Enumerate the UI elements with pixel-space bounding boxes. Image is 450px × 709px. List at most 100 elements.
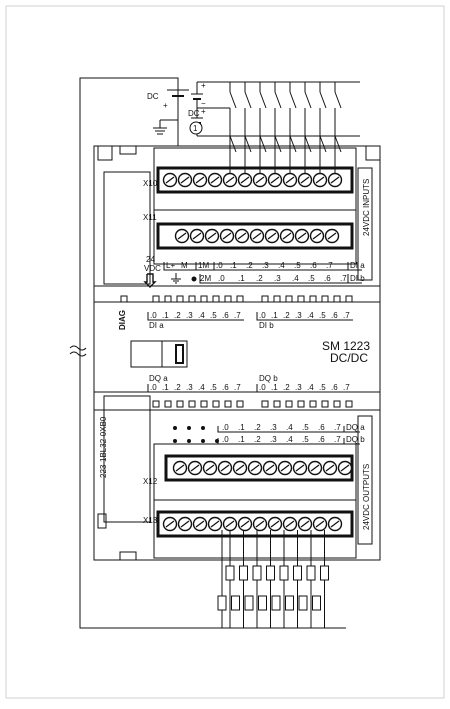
switch-blade-b-2: [259, 135, 267, 153]
x10-terminal-slot-5: [240, 176, 250, 184]
di-a-led-3: [188, 295, 196, 303]
di-b-led-4: [309, 295, 317, 303]
dq-b-led-3: [297, 400, 305, 408]
inputs-side-label: 24VDC INPUTS: [362, 179, 371, 236]
supply-row1-label-3: .0: [216, 261, 223, 270]
di-b-led-2: [285, 295, 293, 303]
di-a-bit-3: .3: [186, 311, 193, 320]
di-b-bit-3: .3: [295, 311, 302, 320]
x11-terminal-slot-9: [312, 232, 322, 240]
di-a-label: DI a: [149, 321, 164, 330]
dq-a-label: DQ a: [149, 374, 168, 383]
x12-terminal-slot-6: [265, 464, 275, 472]
out-row1-label-3: .3: [270, 423, 277, 432]
outer-frame: [5, 5, 445, 699]
x10-terminal-slot-0: [165, 176, 175, 184]
x12-terminal-slot-7: [280, 464, 290, 472]
dq-a-led-2: [176, 400, 184, 408]
x10-terminal-slot-1: [180, 176, 190, 184]
x10-terminal-slot-8: [285, 176, 295, 184]
outputs-side-label: 24VDC OUTPUTS: [362, 464, 371, 530]
out-row1-label-5: .5: [302, 423, 309, 432]
dc-label-mid: DC: [188, 109, 200, 118]
x10-terminal-slot-10: [315, 176, 325, 184]
x12-terminal-slot-0: [175, 464, 185, 472]
dq-b-label: DQ b: [259, 374, 278, 383]
di-a-led-0: [152, 295, 160, 303]
load-upper-7: [320, 565, 329, 581]
dq-b-bit-1: .1: [271, 383, 278, 392]
switch-blade-4: [289, 91, 297, 109]
supply-dot: [191, 276, 197, 282]
dq-a-bit-1: .1: [162, 383, 169, 392]
out-row2-labels: .0.1.2.3.4.5.6.7: [222, 435, 341, 444]
load-upper-6: [306, 565, 316, 581]
input-wires: [229, 82, 336, 174]
supply-row2-bracket: [199, 274, 362, 284]
out-row1-label-1: .1: [238, 423, 245, 432]
out-row1-label-0: .0: [222, 423, 229, 432]
supply-row1-label-1: M: [181, 261, 188, 270]
x13-terminals: [162, 516, 343, 532]
x13-terminal-slot-8: [285, 520, 295, 528]
diag-label: DIAG: [118, 310, 127, 330]
out-row1-dot-0: [173, 426, 177, 430]
supply-row2-label-5: .4: [292, 274, 299, 283]
switch-blade-7: [334, 91, 342, 109]
x11-terminal-slot-4: [237, 232, 247, 240]
dq-b-leds: [261, 400, 353, 408]
out-row2-label-0: .0: [222, 435, 229, 444]
x12-terminal-slot-3: [220, 464, 230, 472]
x12-terminal-slot-1: [190, 464, 200, 472]
dq-a-led-6: [224, 400, 232, 408]
x11-terminal-slot-5: [252, 232, 262, 240]
supply-row2-tag: DI b: [350, 274, 365, 283]
dq-a-led-1: [164, 400, 172, 408]
dq-b-led-6: [333, 400, 341, 408]
x10-terminal-slot-7: [270, 176, 280, 184]
x11-terminal-slot-3: [222, 232, 232, 240]
reference-number: 1: [193, 124, 198, 133]
supply-row2-label-1: .0: [218, 274, 225, 283]
switch-blade-b-6: [319, 135, 327, 153]
x13-terminal-slot-3: [210, 520, 220, 528]
x12-terminal-slot-8: [295, 464, 305, 472]
out-row1-dots: [173, 426, 205, 430]
x12-terminal-slot-2: [205, 464, 215, 472]
switch-blade-b-0: [229, 135, 237, 153]
di-a-bit-1: .1: [162, 311, 169, 320]
x10-terminals: [162, 172, 343, 188]
supply-row1-label-4: .1: [230, 261, 237, 270]
x13-terminal-slot-4: [225, 520, 235, 528]
out-row1-labels: .0.1.2.3.4.5.6.7: [222, 423, 341, 432]
switch-blade-1: [244, 91, 252, 109]
x13-terminal-slot-11: [330, 520, 340, 528]
out-row1-label-7: .7: [334, 423, 341, 432]
dq-b-bit-2: .2: [283, 383, 290, 392]
dq-b-bit-5: .5: [319, 383, 326, 392]
connector-x12-label: X12: [143, 477, 158, 486]
out-row2-label-4: .4: [286, 435, 293, 444]
x12-terminal-slot-10: [325, 464, 335, 472]
di-a-bit-0: .0: [150, 311, 157, 320]
out-row1-dot-2: [201, 426, 205, 430]
di-a-led-7: [236, 295, 244, 303]
load-upper-1: [239, 565, 248, 581]
out-row2-label-5: .5: [302, 435, 309, 444]
x11-terminal-slot-1: [192, 232, 202, 240]
out-row1-bracket: [217, 426, 360, 433]
x10-terminal-slot-11: [330, 176, 340, 184]
x11-terminal-slot-0: [177, 232, 187, 240]
load-lower-0: [217, 595, 227, 611]
supply-row2-label-7: .6: [324, 274, 331, 283]
minus-sign-right: −: [201, 99, 206, 108]
di-a-bit-5: .5: [210, 311, 217, 320]
out-row1-label-4: .4: [286, 423, 293, 432]
out-row2-label-6: .6: [318, 435, 325, 444]
di-b-bit-0: .0: [259, 311, 266, 320]
di-b-bit-7: .7: [343, 311, 350, 320]
load-upper-0: [225, 565, 235, 581]
x13-terminal-slot-7: [270, 520, 280, 528]
dq-b-bit-6: .6: [331, 383, 338, 392]
out-row2-label-3: .3: [270, 435, 277, 444]
